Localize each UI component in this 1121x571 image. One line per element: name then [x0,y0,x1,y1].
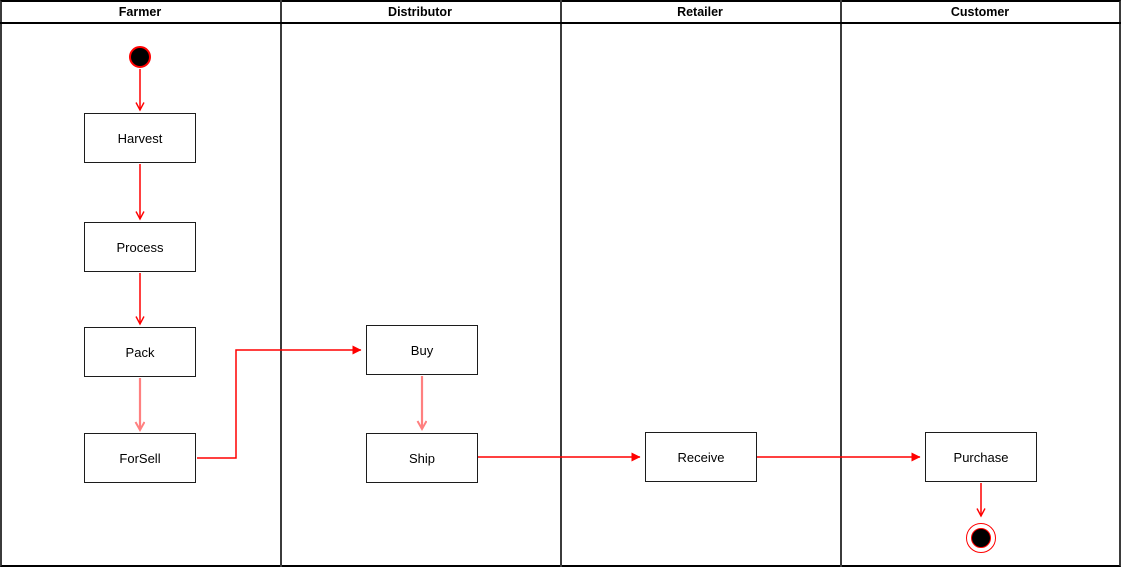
final-node[interactable] [966,523,996,553]
activity-label: Purchase [953,449,1009,465]
activity-label: ForSell [119,450,161,466]
lane-separator [840,0,842,567]
edge-forsell-to-buy[interactable] [197,345,362,459]
activity-forsell[interactable]: ForSell [84,433,196,483]
activity-ship[interactable]: Ship [366,433,478,483]
lane-header-customer[interactable]: Customer [950,5,1010,19]
lane-header-divider [0,22,1121,24]
lane-header-farmer[interactable]: Farmer [118,5,162,19]
activity-process[interactable]: Process [84,222,196,272]
initial-node[interactable] [129,46,151,68]
lane-header-distributor[interactable]: Distributor [388,5,452,19]
activity-label: Buy [410,342,434,358]
activity-label: Ship [408,450,436,466]
activity-label: Harvest [117,130,163,146]
activity-receive[interactable]: Receive [645,432,757,482]
activity-pack[interactable]: Pack [84,327,196,377]
activity-label: Process [116,239,164,255]
lane-separator [280,0,282,567]
lane-header-retailer[interactable]: Retailer [677,5,723,19]
final-node-inner-disc [971,528,991,548]
activity-label: Receive [677,449,725,465]
activity-label: Pack [125,344,155,360]
activity-buy[interactable]: Buy [366,325,478,375]
activity-purchase[interactable]: Purchase [925,432,1037,482]
activity-harvest[interactable]: Harvest [84,113,196,163]
lane-separator [560,0,562,567]
